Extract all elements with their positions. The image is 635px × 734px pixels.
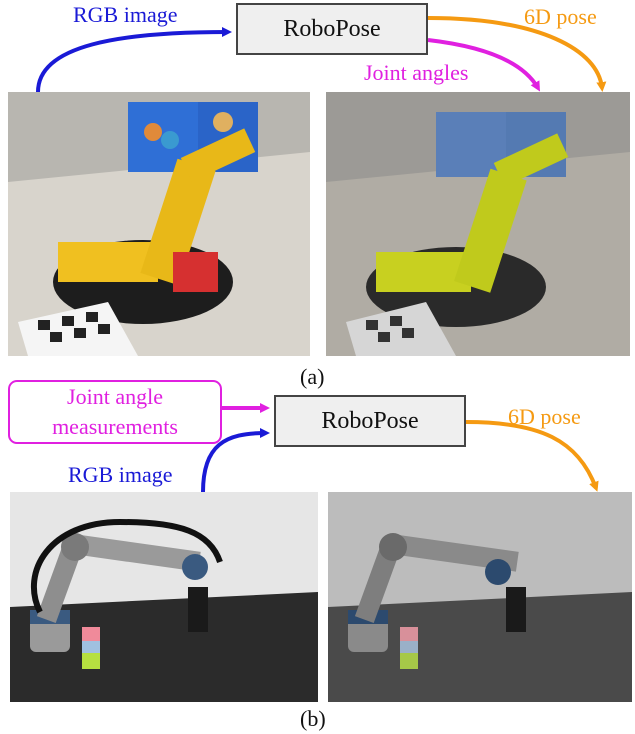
- 6d-pose-label-b: 6D pose: [508, 404, 581, 429]
- rgb-input-arrow-b: [201, 428, 270, 493]
- pose-output-arrow-a: [427, 16, 607, 92]
- input-photo-b: [10, 492, 318, 702]
- rgb-image-label-a: RGB image: [73, 2, 178, 27]
- ur-robot-overlay-photo: [328, 492, 632, 702]
- rgb-input-arrow-a: [36, 27, 232, 93]
- caption-a: (a): [300, 364, 325, 389]
- robopose-box-b: RoboPose: [274, 395, 466, 447]
- joint-angles-label-a: Joint angles: [364, 60, 469, 85]
- measurement-line-2: measurements: [52, 414, 178, 439]
- output-photo-a: [326, 92, 630, 356]
- pose-output-arrow-b: [465, 420, 599, 492]
- robot-arm-photo: [8, 92, 310, 356]
- output-photo-b: [328, 492, 632, 702]
- rgb-image-label-b: RGB image: [68, 462, 173, 487]
- measurement-line-1: Joint angle: [67, 384, 163, 410]
- robopose-box-a: RoboPose: [236, 3, 428, 55]
- caption-b: (b): [300, 706, 326, 731]
- input-photo-a: [8, 92, 310, 356]
- joint-angle-measurements-box: Joint angle measurements: [8, 380, 222, 444]
- joints-output-arrow-a: [427, 38, 540, 92]
- ur-robot-photo: [10, 492, 318, 702]
- robot-arm-overlay-photo: [326, 92, 630, 356]
- 6d-pose-label-a: 6D pose: [524, 4, 597, 29]
